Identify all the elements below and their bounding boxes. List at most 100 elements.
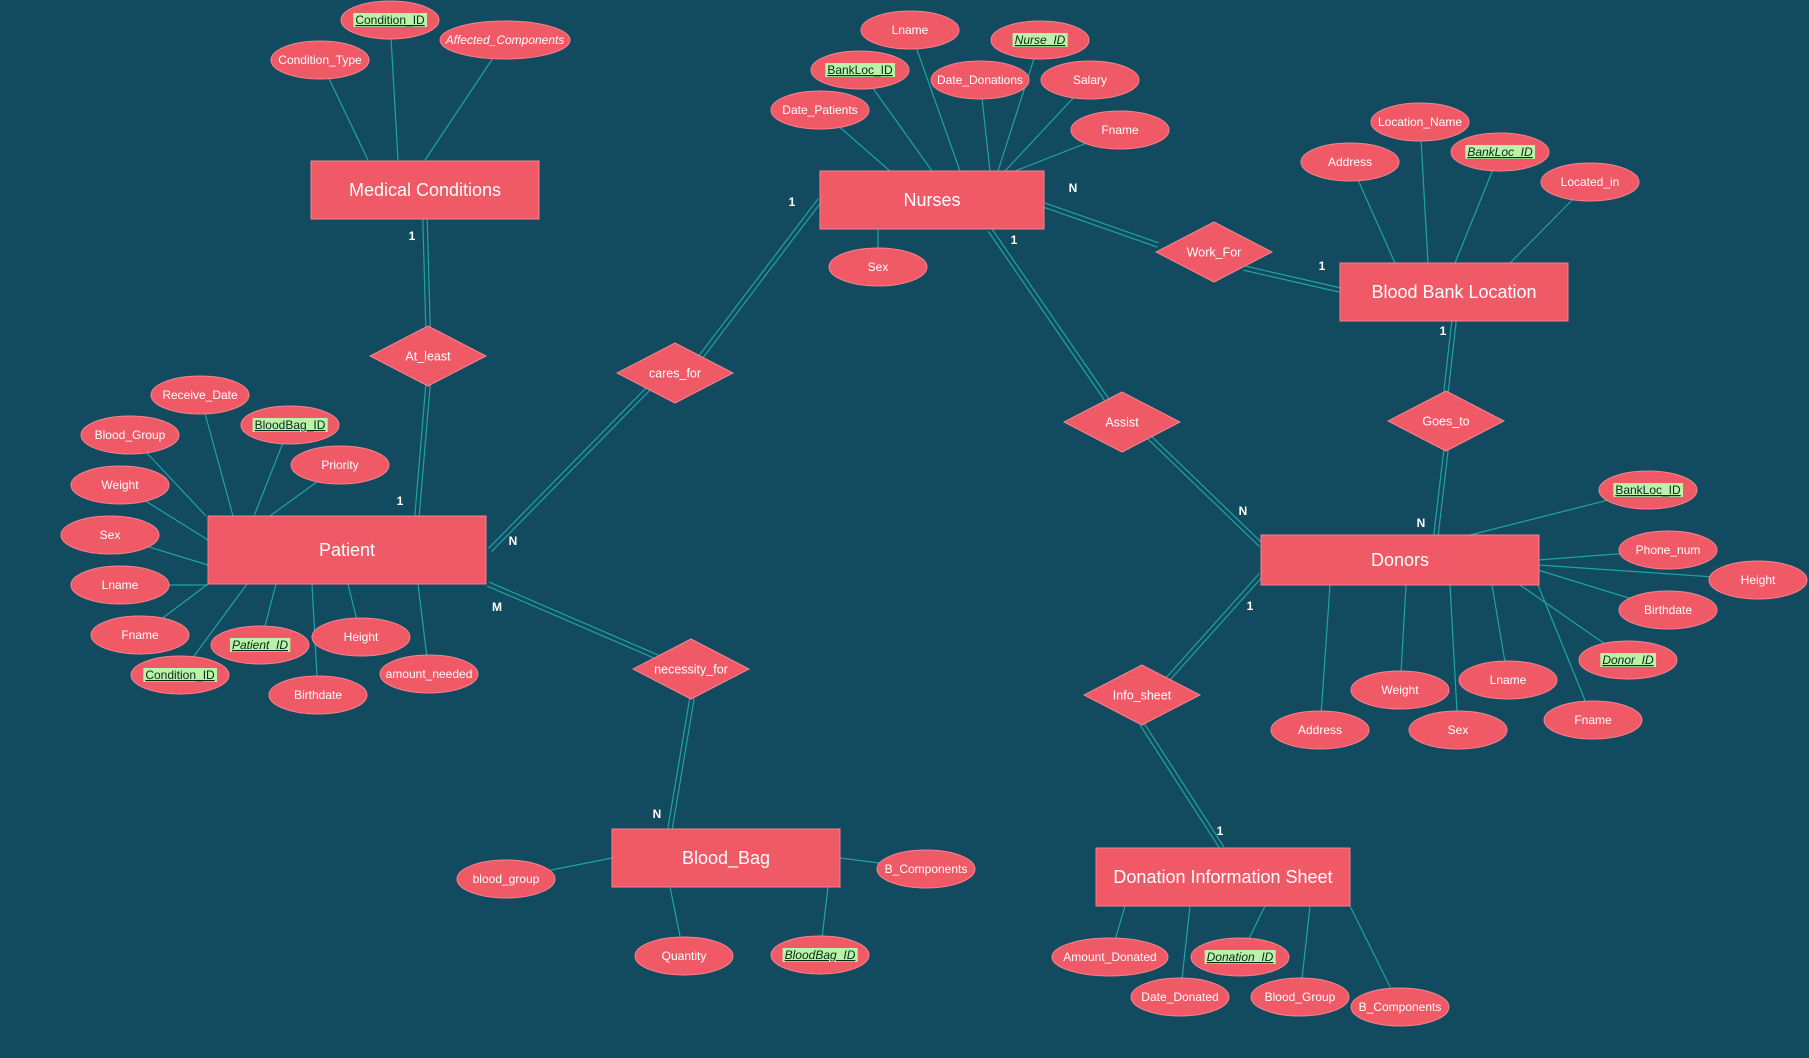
attribute-ds-b-components[interactable]: B_Components (1350, 987, 1450, 1027)
relationship-goes-to[interactable]: Goes_to (1386, 390, 1506, 452)
attribute-d-fname[interactable]: Fname (1543, 700, 1643, 740)
key-attribute-label: Condition_ID (355, 13, 425, 27)
attribute-label: Weight (1381, 683, 1419, 697)
attribute-p-blood-group[interactable]: Blood_Group (80, 415, 180, 455)
attribute-bb-quantity[interactable]: Quantity (634, 936, 734, 976)
attribute-ellipse (70, 565, 170, 605)
attribute-bb-blood-group[interactable]: blood_group (456, 859, 556, 899)
entity-donation-information-sheet[interactable]: Donation Information Sheet (1095, 847, 1351, 907)
attribute-ellipse (1618, 590, 1718, 630)
attribute-label: Lname (892, 23, 929, 37)
attribute-label: B_Components (885, 862, 968, 876)
attribute-b-location-name[interactable]: Location_Name (1370, 102, 1470, 142)
attribute-p-bloodbag-id[interactable]: BloodBag_ID (240, 405, 340, 445)
attribute-ds-amount-donated[interactable]: Amount_Donated (1051, 937, 1169, 977)
attribute-d-lname[interactable]: Lname (1458, 660, 1558, 700)
attribute-ds-blood-group[interactable]: Blood_Group (1250, 977, 1350, 1017)
attribute-d-height[interactable]: Height (1708, 560, 1808, 600)
attribute-p-height[interactable]: Height (311, 617, 411, 657)
attribute-p-sex[interactable]: Sex (60, 515, 160, 555)
key-highlight (353, 13, 428, 27)
attribute-ds-date-donated[interactable]: Date_Donated (1130, 977, 1230, 1017)
relationship-necessity-for[interactable]: necessity_for (631, 638, 751, 700)
entity-label: Donors (1371, 550, 1429, 570)
attribute-mc-condition-id[interactable]: Condition_ID (340, 0, 440, 40)
relationship-at-least[interactable]: At_least (368, 325, 488, 387)
entity-donors[interactable]: Donors (1260, 534, 1540, 586)
attribute-p-birthdate[interactable]: Birthdate (268, 675, 368, 715)
relationship-link-blood-bank-location-goes-to (1447, 321, 1457, 393)
entity-blood-bag[interactable]: Blood_Bag (611, 828, 841, 888)
attribute-d-sex[interactable]: Sex (1408, 710, 1508, 750)
attribute-p-fname[interactable]: Fname (90, 615, 190, 655)
attribute-n-sex[interactable]: Sex (828, 247, 928, 287)
entity-label: Nurses (903, 190, 960, 210)
relationship-label: Goes_to (1422, 415, 1469, 429)
attribute-ellipse (1458, 660, 1558, 700)
attribute-ellipse (1350, 987, 1450, 1027)
relationship-diamond (1154, 221, 1274, 283)
attribute-label: Location_Name (1378, 115, 1462, 129)
attribute-d-phone-num[interactable]: Phone_num (1618, 530, 1718, 570)
entity-box (1260, 534, 1540, 586)
attribute-label: Height (344, 630, 379, 644)
relationship-link-medical-conditions-at-least (422, 219, 427, 328)
attribute-n-date-donations[interactable]: Date_Donations (930, 60, 1030, 100)
attribute-d-address[interactable]: Address (1270, 710, 1370, 750)
relationship-link-at-least-patient (418, 385, 431, 517)
entity-nurses[interactable]: Nurses (819, 170, 1045, 230)
attribute-bb-bloodbag-id[interactable]: BloodBag_ID (770, 935, 870, 975)
attribute-n-lname[interactable]: Lname (860, 10, 960, 50)
attribute-n-bankloc-id[interactable]: BankLoc_ID (810, 50, 910, 90)
entity-label: Medical Conditions (349, 180, 501, 200)
entity-box (1095, 847, 1351, 907)
attribute-p-priority[interactable]: Priority (290, 445, 390, 485)
attribute-n-fname[interactable]: Fname (1070, 110, 1170, 150)
attribute-mc-condition-type[interactable]: Condition_Type (270, 40, 370, 80)
key-highlight (825, 63, 896, 77)
relationship-work-for[interactable]: Work_For (1154, 221, 1274, 283)
relationship-link-medical-conditions-at-least (426, 218, 431, 327)
attribute-label: Fname (1101, 123, 1139, 137)
attribute-d-donor-id[interactable]: Donor_ID (1578, 640, 1678, 680)
attribute-ds-donation-id[interactable]: Donation_ID (1190, 937, 1290, 977)
cardinality-label: 1 (397, 494, 404, 508)
attribute-label: Birthdate (294, 688, 342, 702)
relationship-label: cares_for (649, 367, 701, 381)
attribute-n-nurse-id[interactable]: Nurse_ID (990, 20, 1090, 60)
attribute-n-salary[interactable]: Salary (1040, 60, 1140, 100)
relationship-link-info-sheet-donation-information-sheet (1143, 722, 1225, 848)
attribute-d-bankloc-id[interactable]: BankLoc_ID (1598, 470, 1698, 510)
cardinality-label: N (1417, 516, 1426, 530)
attribute-ellipse (1618, 530, 1718, 570)
entity-medical-conditions[interactable]: Medical Conditions (310, 160, 540, 220)
relationship-link-donors-info-sheet (1164, 573, 1260, 679)
relationship-info-sheet[interactable]: Info_sheet (1082, 664, 1202, 726)
attribute-p-weight[interactable]: Weight (70, 465, 170, 505)
attribute-ellipse (1040, 60, 1140, 100)
relationship-link-nurses-assist (987, 230, 1106, 402)
attribute-b-bankloc-id[interactable]: BankLoc_ID (1450, 132, 1550, 172)
attribute-b-address[interactable]: Address (1300, 142, 1400, 182)
attribute-p-receive-date[interactable]: Receive_Date (150, 375, 250, 415)
attribute-p-amount-needed[interactable]: amount_needed (379, 654, 479, 694)
attribute-p-patient-id[interactable]: Patient_ID (210, 625, 310, 665)
cardinality-label: 1 (1247, 599, 1254, 613)
entity-blood-bank-location[interactable]: Blood Bank Location (1339, 262, 1569, 322)
attribute-ellipse (1543, 700, 1643, 740)
relationship-assist[interactable]: Assist (1062, 391, 1182, 453)
attribute-p-condition-id[interactable]: Condition_ID (130, 655, 230, 695)
cardinality-label: N (509, 534, 518, 548)
key-attribute-label: Condition_ID (145, 668, 215, 682)
attribute-d-birthdate[interactable]: Birthdate (1618, 590, 1718, 630)
attribute-b-located-in[interactable]: Located_in (1540, 162, 1640, 202)
relationship-cares-for[interactable]: cares_for (615, 342, 735, 404)
attribute-mc-affected-components[interactable]: Affected_Components (439, 20, 571, 60)
attribute-p-lname[interactable]: Lname (70, 565, 170, 605)
key-attribute-label: BloodBag_ID (785, 948, 856, 962)
attribute-bb-b-components[interactable]: B_Components (876, 849, 976, 889)
attribute-d-weight[interactable]: Weight (1350, 670, 1450, 710)
attribute-n-date-patients[interactable]: Date_Patients (770, 90, 870, 130)
entity-patient[interactable]: Patient (207, 515, 487, 585)
